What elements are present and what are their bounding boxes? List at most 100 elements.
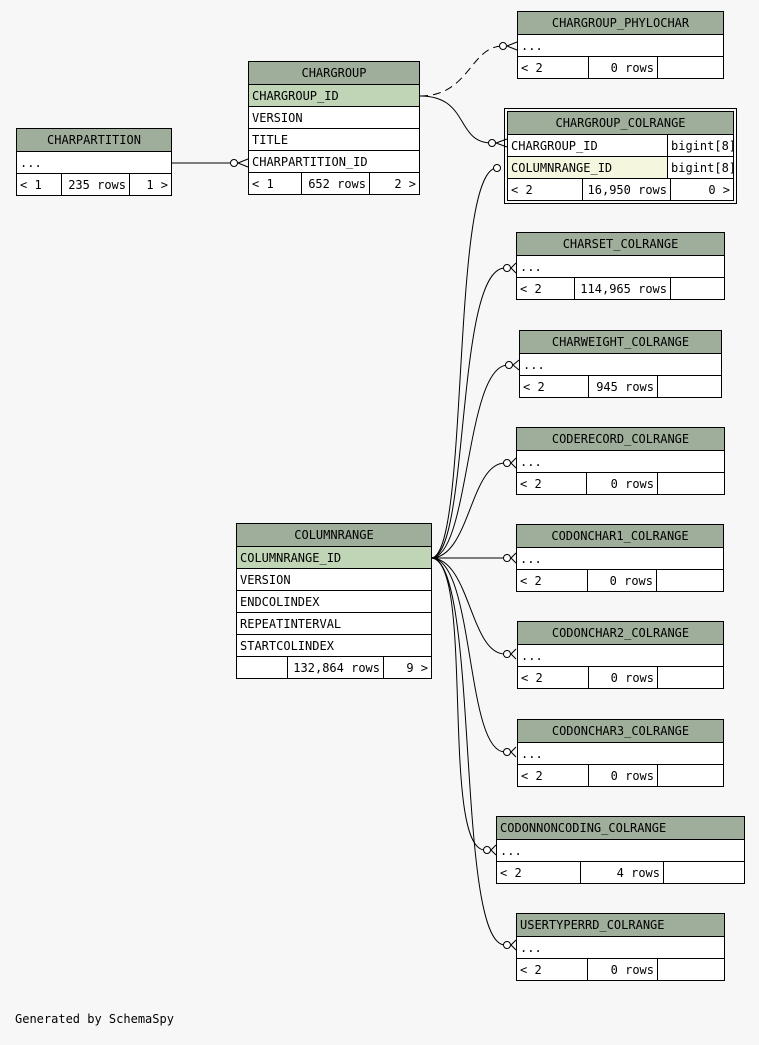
cardinality-circle (503, 941, 511, 949)
table-charpartition[interactable]: CHARPARTITION ... < 1 235 rows 1 > (16, 128, 172, 196)
table-chargroup-phylochar[interactable]: CHARGROUP_PHYLOCHAR ... < 2 0 rows (517, 11, 724, 79)
table-charset-colrange[interactable]: CHARSET_COLRANGE ... < 2 114,965 rows (516, 232, 725, 300)
crowfoot-marker (510, 648, 517, 660)
child-count[interactable]: 0 > (670, 179, 733, 200)
parent-count[interactable]: < 2 (520, 282, 542, 296)
cardinality-circle (503, 554, 511, 562)
table-header[interactable]: CODONCHAR3_COLRANGE (518, 720, 723, 742)
table-footer: < 2 0 rows (517, 569, 723, 591)
table-footer: < 2 0 rows (517, 472, 724, 494)
row-count: 652 rows (301, 173, 369, 194)
table-row-chargroup-id: CHARGROUP_ID bigint[8] (508, 134, 733, 156)
table-header[interactable]: CHARPARTITION (17, 129, 171, 151)
table-row: ... (520, 353, 721, 375)
table-header[interactable]: CODONCHAR2_COLRANGE (518, 622, 723, 644)
table-header[interactable]: CODONCHAR1_COLRANGE (517, 525, 723, 547)
table-row: VERSION (249, 106, 419, 128)
child-count[interactable] (657, 376, 721, 397)
crowfoot-marker (490, 844, 497, 856)
table-row: STARTCOLINDEX (237, 634, 431, 656)
crowfoot-marker (495, 138, 508, 148)
child-count[interactable] (657, 57, 723, 78)
column-name: COLUMNRANGE_ID (511, 161, 613, 175)
row-count: 235 rows (61, 174, 129, 195)
parent-count[interactable]: < 2 (521, 671, 543, 685)
child-count[interactable]: 1 > (129, 174, 171, 195)
table-usertyperrd-colrange[interactable]: USERTYPERRD_COLRANGE ... < 2 0 rows (516, 913, 725, 981)
table-header[interactable]: COLUMNRANGE (237, 524, 431, 546)
table-codonchar3-colrange[interactable]: CODONCHAR3_COLRANGE ... < 2 0 rows (517, 719, 724, 787)
table-footer: < 2 16,950 rows 0 > (508, 178, 733, 200)
table-row: ... (517, 450, 724, 472)
crowfoot-marker (510, 262, 517, 274)
table-columnrange[interactable]: COLUMNRANGE COLUMNRANGE_ID VERSION ENDCO… (236, 523, 432, 679)
table-charweight-colrange[interactable]: CHARWEIGHT_COLRANGE ... < 2 945 rows (519, 330, 722, 398)
parent-count[interactable]: < 2 (523, 380, 545, 394)
relation-columnrange-coderecord (430, 462, 506, 559)
child-count[interactable]: 9 > (383, 657, 431, 678)
table-codonchar1-colrange[interactable]: CODONCHAR1_COLRANGE ... < 2 0 rows (516, 524, 724, 592)
parent-count[interactable]: < 2 (500, 866, 522, 880)
table-footer: < 2 0 rows (518, 666, 723, 688)
cardinality-circle (493, 164, 501, 172)
cardinality-circle (488, 139, 496, 147)
table-header[interactable]: CHARGROUP_COLRANGE (508, 112, 733, 134)
relation-columnrange-charset (430, 267, 506, 559)
parent-count[interactable]: < 2 (521, 61, 543, 75)
cardinality-circle (483, 846, 491, 854)
row-count: 132,864 rows (287, 657, 383, 678)
row-count: 0 rows (588, 667, 657, 688)
table-row: ENDCOLINDEX (237, 590, 431, 612)
child-count[interactable] (657, 667, 723, 688)
table-header[interactable]: CODONNONCODING_COLRANGE (497, 817, 744, 839)
table-row-primary-key: COLUMNRANGE_ID (237, 546, 431, 568)
table-chargroup-colrange[interactable]: CHARGROUP_COLRANGE CHARGROUP_ID bigint[8… (504, 108, 737, 204)
parent-count[interactable]: < 2 (520, 477, 542, 491)
parent-count[interactable]: < 1 (252, 177, 274, 191)
child-count[interactable] (657, 959, 724, 980)
table-footer: < 1 235 rows 1 > (17, 173, 171, 195)
table-header[interactable]: CHARSET_COLRANGE (517, 233, 724, 255)
parent-count (237, 657, 287, 678)
table-row: ... (518, 644, 723, 666)
table-codonchar2-colrange[interactable]: CODONCHAR2_COLRANGE ... < 2 0 rows (517, 621, 724, 689)
row-count: 0 rows (588, 765, 657, 786)
parent-count[interactable]: < 1 (20, 178, 42, 192)
row-count: 0 rows (588, 57, 657, 78)
table-header[interactable]: USERTYPERRD_COLRANGE (517, 914, 724, 936)
relation-columnrange-usertyperrd (430, 557, 506, 946)
column-name: CHARGROUP_ID (511, 139, 598, 153)
table-row: ... (517, 936, 724, 958)
table-header[interactable]: CHARWEIGHT_COLRANGE (520, 331, 721, 353)
parent-count[interactable]: < 2 (520, 574, 542, 588)
table-header[interactable]: CHARGROUP (249, 62, 419, 84)
column-type: bigint[8] (667, 157, 733, 178)
row-count: 945 rows (588, 376, 657, 397)
generated-by-label: Generated by SchemaSpy (15, 1012, 174, 1026)
table-coderecord-colrange[interactable]: CODERECORD_COLRANGE ... < 2 0 rows (516, 427, 725, 495)
crowfoot-marker (510, 552, 517, 564)
child-count[interactable] (657, 765, 723, 786)
parent-count[interactable]: < 2 (511, 183, 533, 197)
crowfoot-marker (506, 41, 518, 51)
crowfoot-marker (237, 158, 249, 168)
cardinality-circle (503, 459, 511, 467)
child-count[interactable] (670, 278, 724, 299)
parent-count[interactable]: < 2 (521, 769, 543, 783)
table-header[interactable]: CODERECORD_COLRANGE (517, 428, 724, 450)
row-count: 114,965 rows (574, 278, 670, 299)
table-header[interactable]: CHARGROUP_PHYLOCHAR (518, 12, 723, 34)
child-count[interactable] (663, 862, 744, 883)
table-row: TITLE (249, 128, 419, 150)
parent-count[interactable]: < 2 (520, 963, 542, 977)
table-row-columnrange-id: COLUMNRANGE_ID bigint[8] (508, 156, 733, 178)
table-footer: < 2 0 rows (518, 56, 723, 78)
table-footer: < 2 114,965 rows (517, 277, 724, 299)
table-codonnoncoding-colrange[interactable]: CODONNONCODING_COLRANGE ... < 2 4 rows (496, 816, 745, 884)
table-row: CHARPARTITION_ID (249, 150, 419, 172)
cardinality-circle (503, 748, 511, 756)
child-count[interactable] (657, 473, 724, 494)
child-count[interactable] (656, 570, 723, 591)
table-chargroup[interactable]: CHARGROUP CHARGROUP_ID VERSION TITLE CHA… (248, 61, 420, 195)
child-count[interactable]: 2 > (369, 173, 419, 194)
